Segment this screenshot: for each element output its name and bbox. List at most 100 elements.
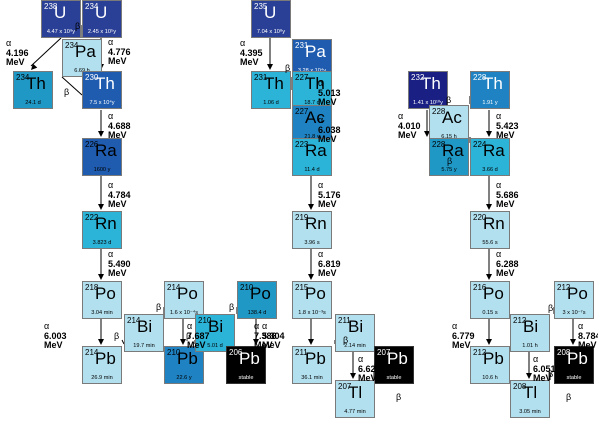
mass-number: 214 (167, 283, 181, 292)
alpha-symbol: α (398, 111, 404, 121)
beta-decay-label: β (114, 331, 120, 341)
alpha-energy: 6.623 MeV (358, 363, 381, 384)
arrowhead (526, 373, 532, 379)
mass-number: 212 (513, 316, 527, 325)
mass-number: 230 (85, 73, 99, 82)
element-symbol: Ra (483, 141, 505, 160)
half-life: 0.15 s (482, 310, 498, 316)
alpha-symbol: α (318, 115, 324, 125)
mass-number: 207 (338, 382, 352, 391)
half-life: 19.7 min (133, 343, 155, 349)
element-symbol: Pb (239, 349, 260, 368)
mass-number: 232 (411, 73, 425, 82)
half-life: 26.9 min (91, 375, 113, 381)
half-life: 6.15 h (441, 134, 457, 140)
element-symbol: Pb (387, 349, 408, 368)
alpha-decay-label: α 5.490 MeV (108, 249, 131, 279)
alpha-symbol: α (318, 249, 324, 259)
mass-number: 208 (513, 382, 527, 391)
half-life: 22.6 y (176, 375, 192, 381)
mass-number: 222 (85, 213, 99, 222)
alpha-energy: 4.196 MeV (6, 47, 29, 68)
alpha-energy: 6.038 MeV (318, 124, 341, 145)
mass-number: 227 (295, 73, 309, 82)
alpha-decay-label: α 5.423 MeV (496, 111, 519, 141)
alpha-decay-label: α 5.304 MeV (262, 321, 285, 351)
beta-decay-label: β (64, 87, 70, 97)
mass-number: 231 (254, 73, 268, 82)
beta-decay-label: β (446, 95, 452, 105)
mass-number: 210 (167, 348, 181, 357)
half-life: 55.6 s (482, 240, 498, 246)
mass-number: 220 (473, 213, 487, 222)
alpha-symbol: α (358, 354, 364, 364)
alpha-decay-label: α 5.013 MeV (318, 78, 341, 108)
half-life: 5.75 y (441, 167, 457, 173)
half-life: 36.1 min (301, 375, 323, 381)
alpha-energy: 7.386 MeV (254, 330, 277, 351)
element-symbol: U (95, 3, 108, 22)
half-life: 3.96 s (304, 240, 320, 246)
beta-decay-label: β (396, 392, 402, 402)
alpha-energy: 7.687 MeV (187, 330, 210, 351)
beta-decay-label: β (156, 302, 162, 312)
alpha-decay-label: α 5.176 MeV (318, 180, 341, 210)
beta-decay-label: β (548, 303, 554, 313)
mass-number: 211 (338, 316, 351, 325)
alpha-energy: 5.176 MeV (318, 189, 341, 210)
mass-number: 211 (295, 348, 308, 357)
half-life: 3.823 d (92, 240, 112, 246)
element-symbol: Pb (483, 349, 504, 368)
element-symbol: Rn (305, 214, 327, 233)
element-symbol: Po (567, 284, 588, 303)
element-symbol: Pb (177, 349, 198, 368)
alpha-decay-label: α 6.051 MeV (533, 354, 556, 384)
element-symbol: Th (305, 74, 325, 93)
arrowhead (424, 131, 430, 137)
element-symbol: Th (421, 74, 441, 93)
mass-number: 224 (473, 140, 487, 149)
mass-number: 228 (432, 140, 446, 149)
mass-number: 231 (295, 41, 309, 50)
beta-decay-arrow (121, 339, 125, 345)
alpha-decay-arrow (30, 37, 62, 67)
alpha-energy: 4.776 MeV (108, 46, 131, 67)
beta-decay-label: β (374, 361, 380, 371)
alpha-energy: 5.686 MeV (496, 189, 519, 210)
alpha-decay-label: α 5.686 MeV (496, 180, 519, 210)
alpha-energy: 6.779 MeV (452, 330, 475, 351)
element-symbol: Th (264, 74, 284, 93)
half-life: 24.1 d (25, 100, 41, 106)
mass-number: 214 (127, 316, 141, 325)
beta-decay-label: β (75, 21, 81, 31)
alpha-energy: 5.013 MeV (318, 87, 341, 108)
alpha-energy: 8.784 MeV (578, 330, 598, 351)
half-life: 138.4 d (247, 310, 267, 316)
half-life: stable (566, 375, 582, 381)
alpha-decay-label: α 6.003 MeV (44, 321, 67, 351)
alpha-energy: 6.288 MeV (496, 258, 519, 279)
half-life: 2.14 min (344, 343, 366, 349)
half-life: 5.01 d (207, 343, 223, 349)
element-symbol: Bi (137, 317, 153, 336)
element-symbol: Ra (442, 141, 464, 160)
alpha-energy: 4.395 MeV (240, 47, 263, 68)
element-symbol: Th (95, 74, 115, 93)
beta-decay-label: β (566, 392, 572, 402)
